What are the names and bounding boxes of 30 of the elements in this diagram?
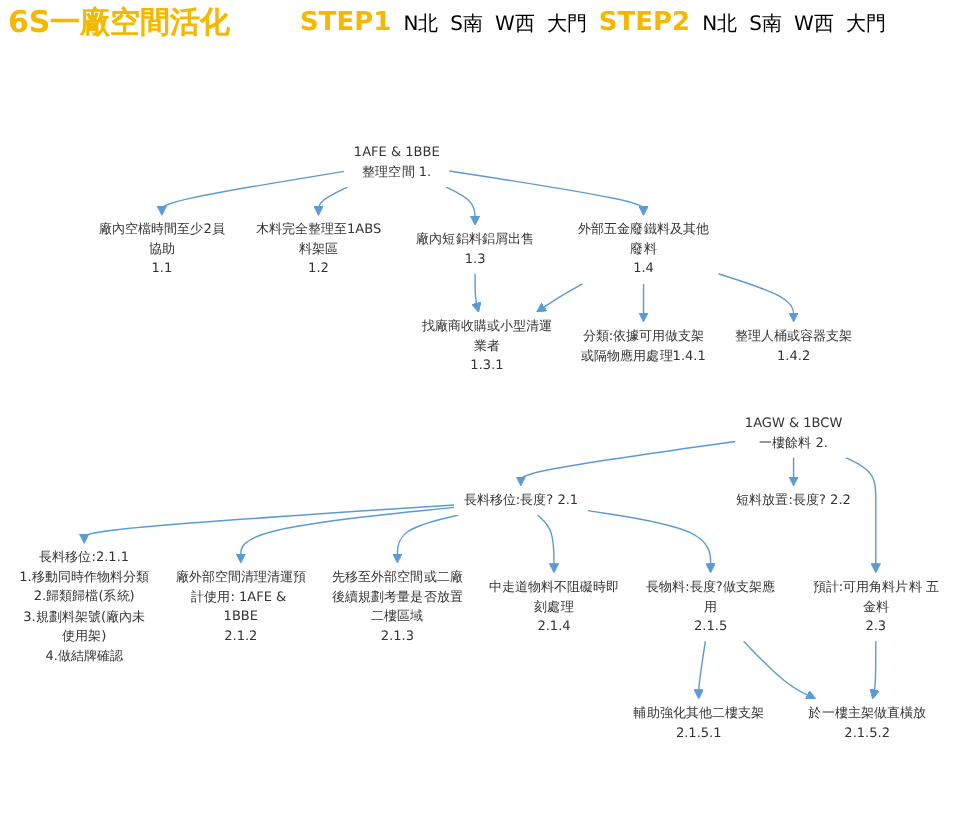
arrow	[445, 186, 481, 226]
floor-plan-label: S南	[450, 11, 484, 38]
step-heading: STEP1	[300, 8, 392, 38]
arrow	[742, 640, 817, 700]
arrow	[788, 456, 799, 487]
floor-plan-label: 大門	[546, 11, 587, 38]
arrow	[156, 170, 346, 216]
arrow	[471, 273, 482, 313]
arrow	[313, 186, 349, 216]
arrow	[586, 509, 716, 574]
arrow	[79, 504, 455, 544]
arrow	[536, 283, 584, 313]
floor-plan-label: N北	[403, 11, 439, 38]
arrow	[515, 440, 737, 487]
arrow	[869, 640, 880, 700]
title: 6S一廠空間活化	[8, 4, 231, 42]
arrow	[844, 456, 881, 574]
arrow	[448, 170, 649, 216]
arrow	[693, 640, 707, 700]
floor-plan-label: S南	[749, 11, 782, 38]
arrow	[717, 273, 799, 323]
arrow	[392, 514, 460, 564]
arrow	[235, 506, 455, 564]
floor-plan-label: 大門	[845, 11, 886, 38]
arrow	[536, 514, 560, 574]
step-heading: STEP2	[598, 8, 691, 38]
floor-plan-label: N北	[702, 11, 738, 38]
floor-plan-label: W西	[495, 12, 535, 38]
arrow	[638, 283, 649, 323]
floor-plan-label: W西	[793, 12, 834, 38]
